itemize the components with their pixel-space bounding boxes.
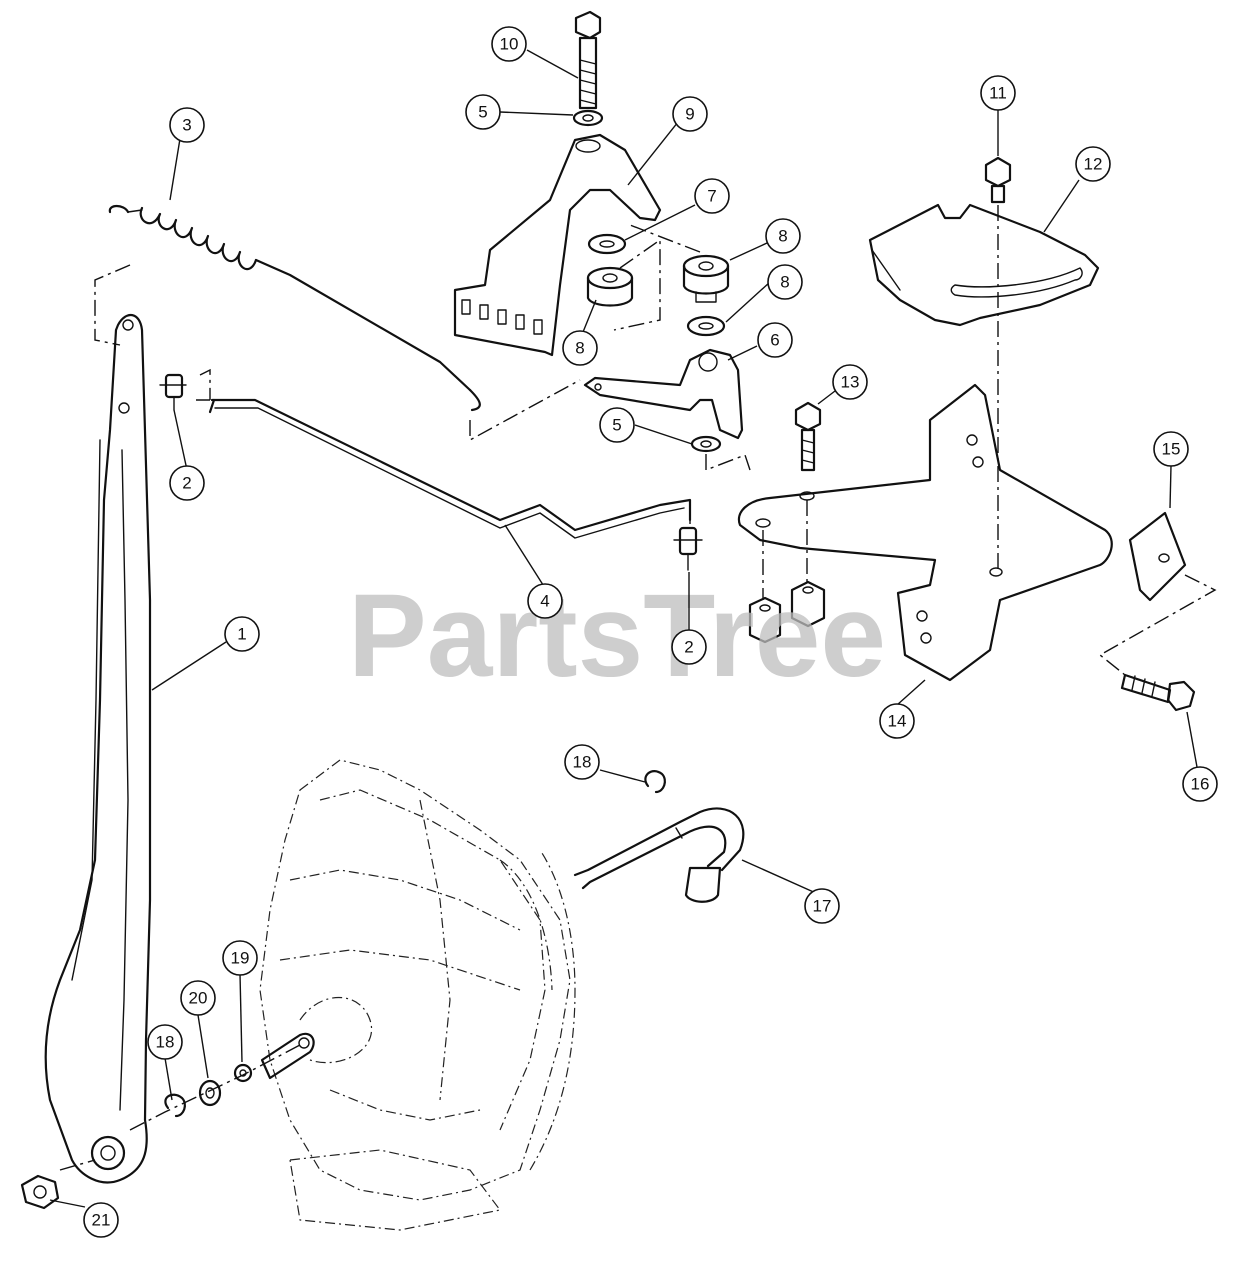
callout-11: 11 bbox=[980, 75, 1016, 111]
part-18-retaining-ring-upper bbox=[644, 770, 666, 794]
callout-leaders bbox=[49, 49, 1198, 1208]
part-18-retaining-ring-lower bbox=[164, 1093, 186, 1118]
part-10-bolt bbox=[574, 10, 602, 110]
watermark: PartsTree bbox=[348, 570, 886, 702]
part-5-washer-lower bbox=[690, 435, 722, 453]
svg-text:17: 17 bbox=[813, 897, 832, 916]
spacer-block-left bbox=[748, 596, 782, 644]
svg-text:14: 14 bbox=[888, 712, 907, 731]
callouts: 10 5 9 7 8 8 8 6 5 3 2 4 2 1 11 12 13 14… bbox=[83, 26, 1218, 1238]
part-7-washer-lower bbox=[686, 315, 726, 337]
svg-text:5: 5 bbox=[612, 416, 621, 435]
callout-18-upper: 18 bbox=[564, 744, 600, 780]
callout-13: 13 bbox=[832, 364, 868, 400]
svg-text:11: 11 bbox=[989, 84, 1007, 103]
part-19-collar bbox=[233, 1063, 253, 1083]
spacer-block-right bbox=[790, 580, 826, 628]
svg-text:7: 7 bbox=[707, 187, 716, 206]
svg-text:15: 15 bbox=[1162, 440, 1181, 459]
callout-9: 9 bbox=[672, 96, 708, 132]
transmission-housing-outline bbox=[259, 759, 576, 1231]
part-5-washer-upper bbox=[572, 109, 604, 127]
svg-text:8: 8 bbox=[778, 227, 787, 246]
callout-7-upper: 7 bbox=[694, 178, 730, 214]
assembly-lines bbox=[59, 205, 1217, 1171]
part-3-spring bbox=[108, 204, 481, 412]
callout-21: 21 bbox=[83, 1202, 119, 1238]
part-16-bolt bbox=[1120, 673, 1196, 712]
callout-1: 1 bbox=[224, 616, 260, 652]
pivot-stud bbox=[260, 1032, 315, 1080]
callout-15: 15 bbox=[1153, 431, 1189, 467]
callout-14: 14 bbox=[879, 703, 915, 739]
part-17-bent-rod bbox=[573, 807, 745, 903]
svg-text:2: 2 bbox=[182, 474, 191, 493]
svg-text:21: 21 bbox=[92, 1211, 111, 1230]
callout-10: 10 bbox=[491, 26, 527, 62]
svg-text:8: 8 bbox=[575, 339, 584, 358]
part-12-quadrant-plate bbox=[868, 203, 1100, 327]
callout-8-left: 8 bbox=[562, 330, 598, 366]
svg-text:9: 9 bbox=[685, 105, 694, 124]
part-13-bolt bbox=[794, 401, 822, 472]
part-6-pivot-bracket bbox=[583, 348, 744, 440]
callout-6: 6 bbox=[757, 322, 793, 358]
svg-text:16: 16 bbox=[1191, 775, 1210, 794]
part-8-bushing-right bbox=[682, 254, 730, 303]
svg-text:13: 13 bbox=[841, 373, 860, 392]
svg-text:19: 19 bbox=[231, 949, 250, 968]
svg-text:20: 20 bbox=[189, 989, 208, 1008]
part-2-swivel-pin-upper bbox=[159, 373, 187, 411]
callout-20: 20 bbox=[180, 980, 216, 1016]
callout-4: 4 bbox=[527, 583, 563, 619]
callout-12: 12 bbox=[1075, 146, 1111, 182]
part-4-control-rod bbox=[208, 398, 692, 539]
part-14-mounting-bracket bbox=[737, 383, 1113, 682]
callout-8-right: 8 bbox=[765, 218, 801, 254]
svg-text:3: 3 bbox=[182, 116, 191, 135]
part-8-bushing-left bbox=[586, 266, 634, 307]
callout-2-upper: 2 bbox=[169, 465, 205, 501]
callout-17: 17 bbox=[804, 888, 840, 924]
svg-text:8: 8 bbox=[780, 273, 789, 292]
part-20-washer bbox=[198, 1079, 222, 1107]
svg-text:10: 10 bbox=[500, 35, 519, 54]
callout-2-lower: 2 bbox=[671, 629, 707, 665]
svg-text:6: 6 bbox=[770, 331, 779, 350]
callout-19: 19 bbox=[222, 940, 258, 976]
svg-text:18: 18 bbox=[573, 753, 592, 772]
part-1-lever-arm bbox=[44, 314, 152, 1184]
part-21-nut bbox=[20, 1174, 60, 1210]
callout-18-lower: 18 bbox=[147, 1024, 183, 1060]
svg-text:1: 1 bbox=[237, 625, 246, 644]
svg-text:18: 18 bbox=[156, 1033, 175, 1052]
callout-5-upper: 5 bbox=[465, 94, 501, 130]
part-7-washer-upper bbox=[587, 233, 627, 255]
callout-7-lower: 8 bbox=[767, 264, 803, 300]
callout-16: 16 bbox=[1182, 766, 1218, 802]
part-9-upper-bracket bbox=[453, 133, 662, 357]
part-11-bolt bbox=[984, 156, 1012, 204]
callout-5-lower: 5 bbox=[599, 407, 635, 443]
svg-text:2: 2 bbox=[684, 638, 693, 657]
svg-text:12: 12 bbox=[1084, 155, 1103, 174]
svg-text:5: 5 bbox=[478, 103, 487, 122]
callout-3: 3 bbox=[169, 107, 205, 143]
part-2-swivel-pin-lower bbox=[673, 526, 703, 571]
svg-text:4: 4 bbox=[540, 592, 549, 611]
part-15-nut-plate bbox=[1128, 511, 1187, 602]
